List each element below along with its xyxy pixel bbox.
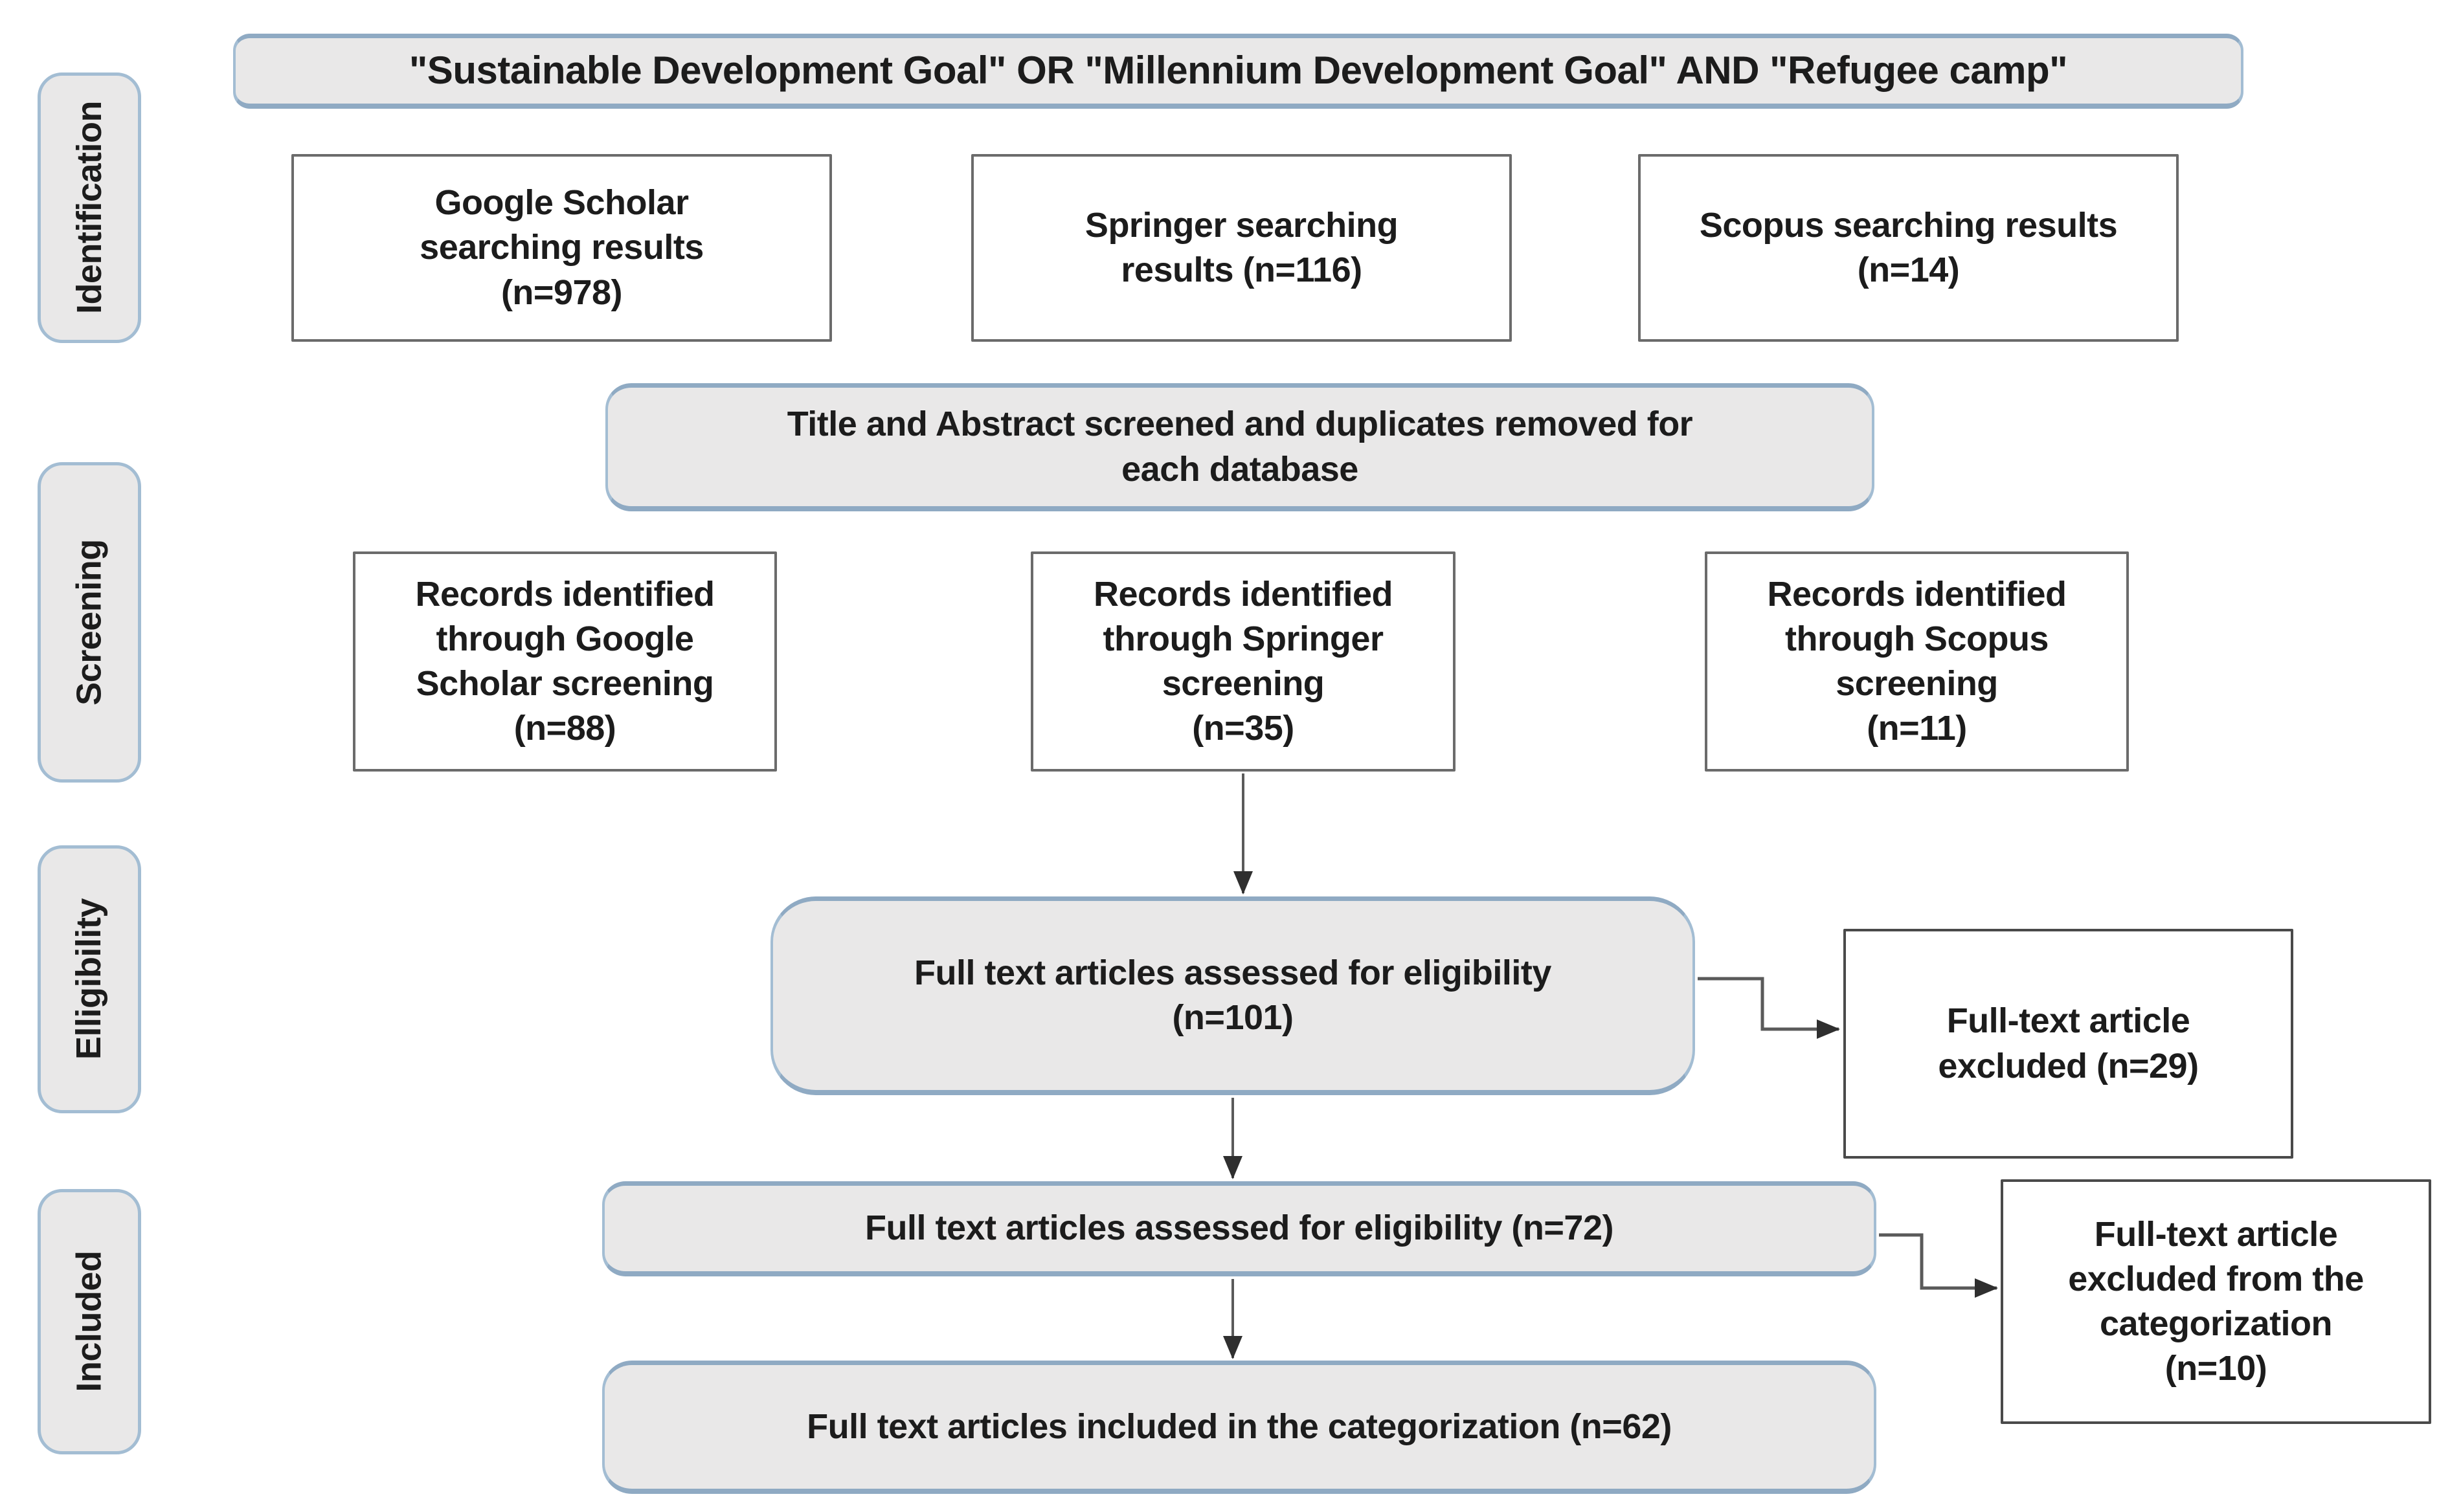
- included-categorization-62-box: Full text articles included in the categ…: [602, 1361, 1876, 1494]
- search-query-box: "Sustainable Development Goal" OR "Mille…: [233, 34, 2243, 109]
- assessed-eligibility-101-text: Full text articles assessed for eligibil…: [914, 953, 1551, 1037]
- stage-label-identification-text: Identification: [69, 101, 109, 315]
- included-categorization-62-text: Full text articles included in the categ…: [807, 1406, 1672, 1446]
- assessed-eligibility-72-box: Full text articles assessed for eligibil…: [602, 1181, 1876, 1276]
- stage-label-identification: Identification: [38, 72, 141, 343]
- assessed-eligibility-72-text: Full text articles assessed for eligibil…: [865, 1208, 1613, 1248]
- search-query-text: "Sustainable Development Goal" OR "Mille…: [409, 49, 2068, 93]
- scopus-results-box: Scopus searching results(n=14): [1638, 154, 2179, 342]
- connector-assessed101-to-excluded29: [1698, 977, 1840, 1039]
- stage-label-included-text: Included: [69, 1251, 109, 1392]
- connector-assessed72-to-excluded10: [1879, 1233, 1998, 1298]
- stage-label-screening-text: Screening: [69, 539, 109, 706]
- stage-label-included: Included: [38, 1189, 141, 1454]
- scopus-results-text: Scopus searching results(n=14): [1699, 205, 2118, 289]
- screening-note-text: Title and Abstract screened and duplicat…: [787, 405, 1693, 489]
- stage-label-eligibility: Elligibility: [38, 845, 141, 1113]
- stage-label-eligibility-text: Elligibility: [69, 898, 109, 1060]
- assessed-eligibility-101-box: Full text articles assessed for eligibil…: [770, 896, 1695, 1095]
- screening-note-box: Title and Abstract screened and duplicat…: [605, 383, 1874, 511]
- stage-label-screening: Screening: [38, 462, 141, 783]
